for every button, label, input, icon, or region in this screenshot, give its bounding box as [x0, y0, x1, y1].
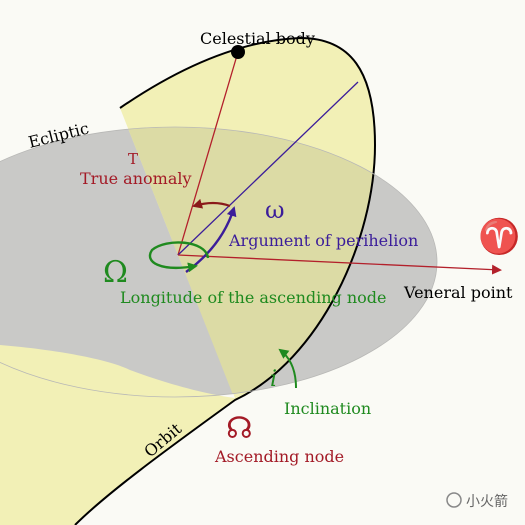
radius-vector-line	[177, 51, 239, 256]
celestial-body-label: Celestial body	[200, 29, 315, 48]
inclination-symbol: i	[270, 367, 277, 392]
ecliptic-outline	[0, 126, 438, 398]
ascending-node-icon: ☊	[226, 411, 253, 446]
inclination-arc	[278, 348, 297, 389]
veneral-point-arrow	[177, 254, 502, 275]
watermark: 小火箭	[446, 492, 508, 510]
watermark-icon	[446, 492, 462, 508]
true-anomaly-symbol: T	[128, 150, 138, 168]
aries-icon: ♈	[478, 217, 520, 257]
ascending-node-label: Ascending node	[214, 447, 344, 466]
perihelion-line	[177, 81, 359, 256]
inclination-label: Inclination	[284, 399, 371, 418]
veneral-point-label: Veneral point	[403, 283, 513, 302]
celestial-body-dot	[231, 45, 245, 59]
watermark-text: 小火箭	[466, 493, 508, 510]
orbit-curve	[74, 36, 377, 525]
true-anomaly-label: True anomaly	[80, 169, 192, 188]
true-anomaly-arc	[192, 198, 231, 209]
longitude-node-symbol: Ω	[103, 255, 128, 290]
longitude-node-arc	[148, 241, 210, 273]
argument-of-perihelion-label: Argument of perihelion	[228, 231, 418, 250]
longitude-node-label: Longitude of the ascending node	[120, 288, 387, 307]
omega-symbol: ω	[265, 196, 285, 224]
